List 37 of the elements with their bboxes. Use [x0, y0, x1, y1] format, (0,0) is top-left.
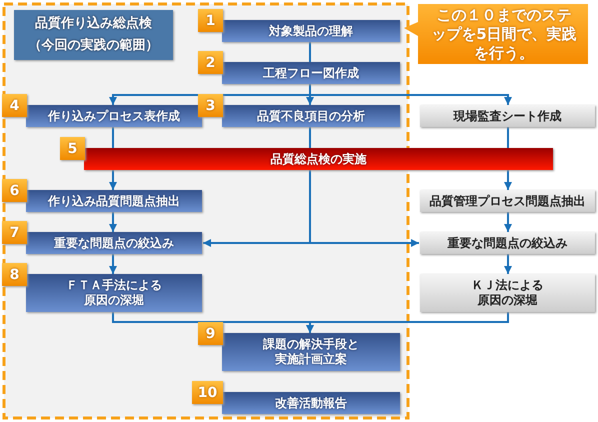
step-box: 課題の解決手段と実施計画立案 — [222, 333, 400, 371]
process-box: 品質管理プロセス問題点抽出 — [420, 190, 595, 212]
step-box: 工程フロー図作成 — [222, 62, 400, 84]
step-number: 4 — [2, 94, 27, 117]
arrow — [109, 170, 117, 190]
connector-line — [112, 127, 114, 148]
step-box: 作り込み品質問題点抽出 — [26, 190, 202, 212]
step-number: 1 — [198, 9, 223, 32]
arrow — [109, 254, 117, 274]
step-number: 7 — [2, 221, 27, 244]
arrow — [504, 212, 512, 232]
step-box: 作り込みプロセス表作成 — [26, 105, 202, 127]
process-box: ＫＪ法による原因の深堀 — [420, 274, 595, 312]
step-number: 9 — [198, 322, 223, 345]
step-number: 10 — [192, 381, 223, 404]
title-box: 品質作り込み総点検 （今回の実践の範囲） — [14, 10, 173, 60]
step-number: 6 — [2, 179, 27, 202]
step-number: 2 — [198, 51, 223, 74]
connector-line — [507, 127, 509, 148]
process-box: 重要な問題点の絞込み — [420, 232, 595, 254]
arrow — [504, 254, 512, 274]
step-bar: 品質総点検の実施 — [84, 148, 553, 170]
process-box: 現場監査シート作成 — [420, 105, 595, 127]
arrow — [306, 312, 509, 333]
connector-line — [309, 127, 311, 148]
arrow — [504, 170, 512, 190]
step-box: 改善活動報告 — [222, 392, 400, 414]
step-box: 重要な問題点の絞込み — [26, 232, 202, 254]
step-number: 8 — [2, 263, 27, 286]
step-number: 5 — [60, 137, 85, 160]
step-number: 3 — [198, 94, 223, 117]
step-box: ＦＴＡ手法による原因の深堀 — [26, 274, 202, 312]
step-box: 対象製品の理解 — [222, 20, 400, 42]
arrow — [109, 212, 117, 232]
callout-box: この１０までのステップを5日間で、実践を行う。 — [404, 2, 590, 66]
step-box: 品質不良項目の分析 — [222, 105, 400, 127]
connector-line — [309, 42, 311, 62]
